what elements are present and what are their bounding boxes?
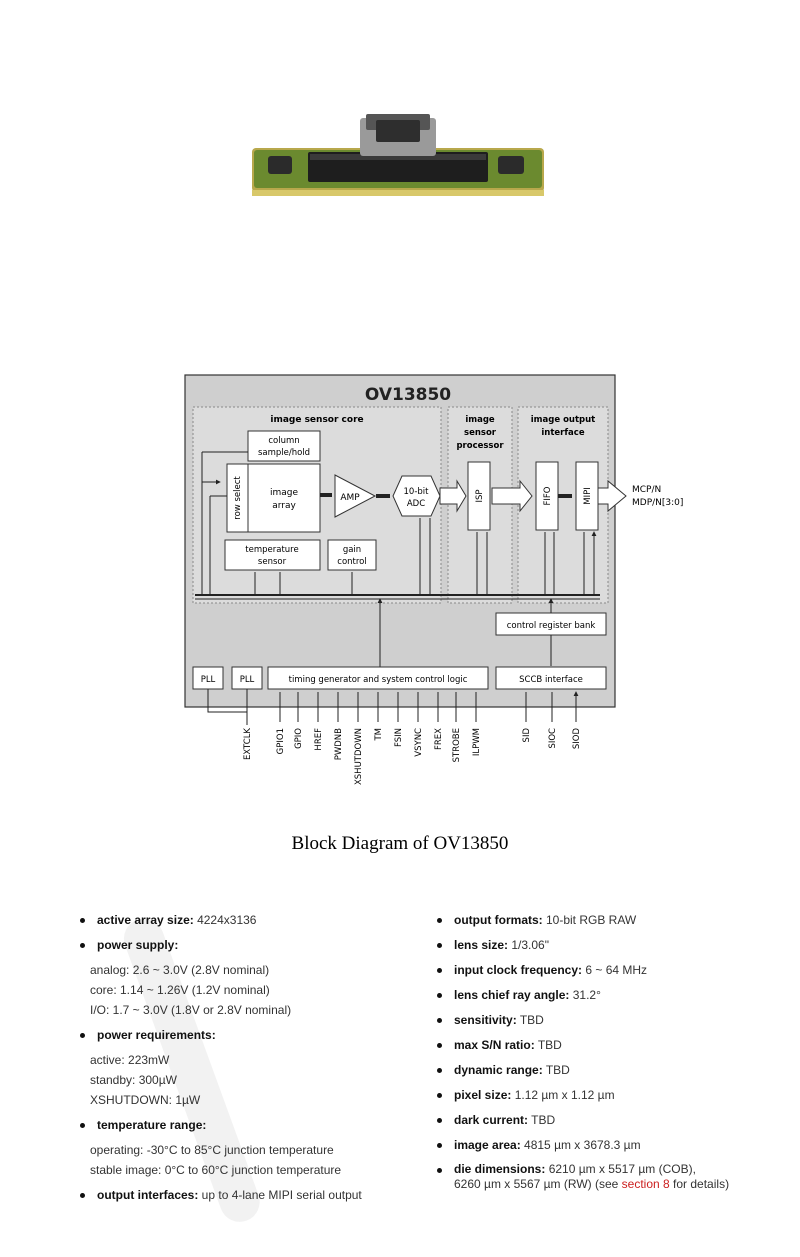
spec-power-requirements: power requirements: xyxy=(78,1025,418,1045)
spec-item: sensitivity: TBD xyxy=(435,1010,775,1030)
section-8-link[interactable]: section 8 xyxy=(621,1177,670,1191)
svg-text:sensor: sensor xyxy=(464,428,497,438)
svg-text:10-bit: 10-bit xyxy=(404,487,430,497)
svg-text:GPIO1: GPIO1 xyxy=(276,728,286,754)
spec-sub: stable image: 0°C to 60°C junction tempe… xyxy=(90,1163,342,1177)
svg-text:TM: TM xyxy=(374,728,384,742)
svg-text:temperature: temperature xyxy=(245,545,298,555)
diagram-caption: Block Diagram of OV13850 xyxy=(291,833,509,854)
spec-item: input clock frequency: 6 ~ 64 MHz xyxy=(435,960,775,980)
svg-text:STROBE: STROBE xyxy=(452,728,462,762)
fifo-label: FIFO xyxy=(543,486,553,505)
svg-text:array: array xyxy=(272,501,296,511)
core-label: image sensor core xyxy=(270,415,363,425)
svg-text:PWDNB: PWDNB xyxy=(334,728,344,760)
svg-text:FREX: FREX xyxy=(434,728,444,750)
spec-temperature-range: temperature range: xyxy=(78,1115,418,1135)
spec-sub: XSHUTDOWN: 1µW xyxy=(90,1093,201,1107)
svg-text:SIOD: SIOD xyxy=(572,728,582,750)
svg-text:PLL: PLL xyxy=(201,675,216,685)
svg-text:ILPWM: ILPWM xyxy=(472,728,482,756)
svg-text:GPIO: GPIO xyxy=(294,728,304,749)
svg-text:image: image xyxy=(270,488,298,498)
svg-text:processor: processor xyxy=(456,441,504,451)
watermark xyxy=(123,918,260,1222)
control-register-label: control register bank xyxy=(507,621,596,631)
spec-sub: operating: -30°C to 85°C junction temper… xyxy=(90,1143,334,1157)
svg-text:PLL: PLL xyxy=(240,675,255,685)
amp-label: AMP xyxy=(340,493,360,503)
spec-power-supply: power supply: xyxy=(78,935,418,955)
spec-list-right: output formats: 10-bit RGB RAW lens size… xyxy=(435,910,775,1197)
svg-text:gain: gain xyxy=(343,545,361,555)
svg-text:column: column xyxy=(268,436,299,446)
spec-sub: standby: 300µW xyxy=(90,1073,177,1087)
svg-text:sample/hold: sample/hold xyxy=(258,448,310,458)
spec-item: max S/N ratio: TBD xyxy=(435,1035,775,1055)
svg-text:row select: row select xyxy=(233,476,243,520)
output-signal-1: MCP/N xyxy=(632,485,661,495)
svg-text:EXTCLK: EXTCLK xyxy=(243,728,253,760)
svg-text:image: image xyxy=(465,415,495,425)
spec-item: pixel size: 1.12 µm x 1.12 µm xyxy=(435,1085,775,1105)
output-signal-2: MDP/N[3:0] xyxy=(632,498,683,508)
svg-text:ADC: ADC xyxy=(407,499,425,509)
svg-text:control: control xyxy=(337,557,366,567)
spec-die-dimensions: die dimensions: 6210 µm x 5517 µm (COB),… xyxy=(435,1160,775,1192)
timing-label: timing generator and system control logi… xyxy=(289,675,468,685)
svg-text:SIOC: SIOC xyxy=(548,728,558,749)
block-diagram: OV13850 image sensor core image sensor p… xyxy=(184,374,683,785)
mipi-label: MIPI xyxy=(583,487,593,504)
spec-item: dark current: TBD xyxy=(435,1110,775,1130)
svg-text:XSHUTDOWN: XSHUTDOWN xyxy=(354,728,364,785)
spec-sub: core: 1.14 ~ 1.26V (1.2V nominal) xyxy=(90,983,270,997)
svg-text:HREF: HREF xyxy=(314,728,324,751)
svg-text:SID: SID xyxy=(522,728,532,743)
svg-text:FSIN: FSIN xyxy=(394,728,404,747)
spec-active-array: active array size: 4224x3136 xyxy=(78,910,418,930)
svg-text:sensor: sensor xyxy=(258,557,287,567)
svg-text:VSYNC: VSYNC xyxy=(414,728,424,757)
sccb-label: SCCB interface xyxy=(519,675,583,685)
diagram-title: OV13850 xyxy=(365,385,451,405)
spec-item: lens size: 1/3.06" xyxy=(435,935,775,955)
spec-sub: analog: 2.6 ~ 3.0V (2.8V nominal) xyxy=(90,963,270,977)
spec-sub: I/O: 1.7 ~ 3.0V (1.8V or 2.8V nominal) xyxy=(90,1003,292,1017)
spec-item: lens chief ray angle: 31.2° xyxy=(435,985,775,1005)
spec-item: image area: 4815 µm x 3678.3 µm xyxy=(435,1135,775,1155)
camera-module-photo xyxy=(252,114,544,196)
spec-sub: active: 223mW xyxy=(90,1053,170,1067)
svg-text:interface: interface xyxy=(541,428,584,438)
svg-text:image output: image output xyxy=(531,415,595,425)
spec-list-left: active array size: 4224x3136 power suppl… xyxy=(78,910,418,1210)
spec-item: dynamic range: TBD xyxy=(435,1060,775,1080)
spec-output-interfaces: output interfaces: up to 4-lane MIPI ser… xyxy=(78,1185,418,1205)
spec-item: output formats: 10-bit RGB RAW xyxy=(435,910,775,930)
isp-label: ISP xyxy=(475,489,485,502)
